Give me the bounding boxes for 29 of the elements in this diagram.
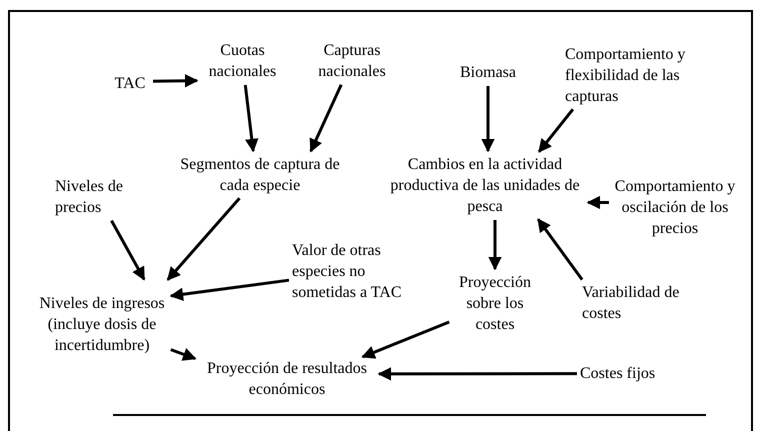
arrow [309, 84, 343, 153]
arrow [170, 278, 290, 301]
node-label: Niveles de precios [55, 177, 124, 218]
arrow [170, 348, 196, 361]
arrow [152, 74, 198, 88]
node-label: TAC [114, 74, 146, 94]
node-label: Capturas nacionales [317, 41, 387, 82]
node-label: Proyección de resultados económicos [206, 359, 368, 400]
arrow [166, 197, 241, 281]
arrow [361, 320, 450, 359]
node-label: Proyección sobre los costes [458, 273, 532, 335]
node-label: Comportamiento y oscilación de los precios [614, 177, 736, 239]
node-label: Niveles de ingresos (incluye dosis de incertidumbre) [38, 294, 166, 356]
node-label: Valor de otras especies no sometidas a TAC [292, 241, 403, 303]
arrow [110, 220, 146, 281]
arrow [488, 220, 502, 270]
arrow [378, 367, 577, 381]
node-label: Cambios en la actividad productiva de las unidades de pesca [389, 155, 581, 217]
node-label: Costes fijos [580, 364, 656, 384]
node-label: Comportamiento y flexibilidad de las capturas [565, 45, 686, 107]
arrow [536, 218, 584, 280]
arrow [586, 196, 609, 210]
arrow [244, 84, 258, 152]
node-label: Biomasa [459, 63, 517, 83]
node-label: Cuotas nacionales [208, 41, 278, 82]
arrow [538, 108, 574, 153]
node-label: Segmentos de captura de cada especie [179, 155, 341, 196]
arrow [481, 86, 495, 152]
node-label: Variabilidad de costes [582, 283, 680, 324]
